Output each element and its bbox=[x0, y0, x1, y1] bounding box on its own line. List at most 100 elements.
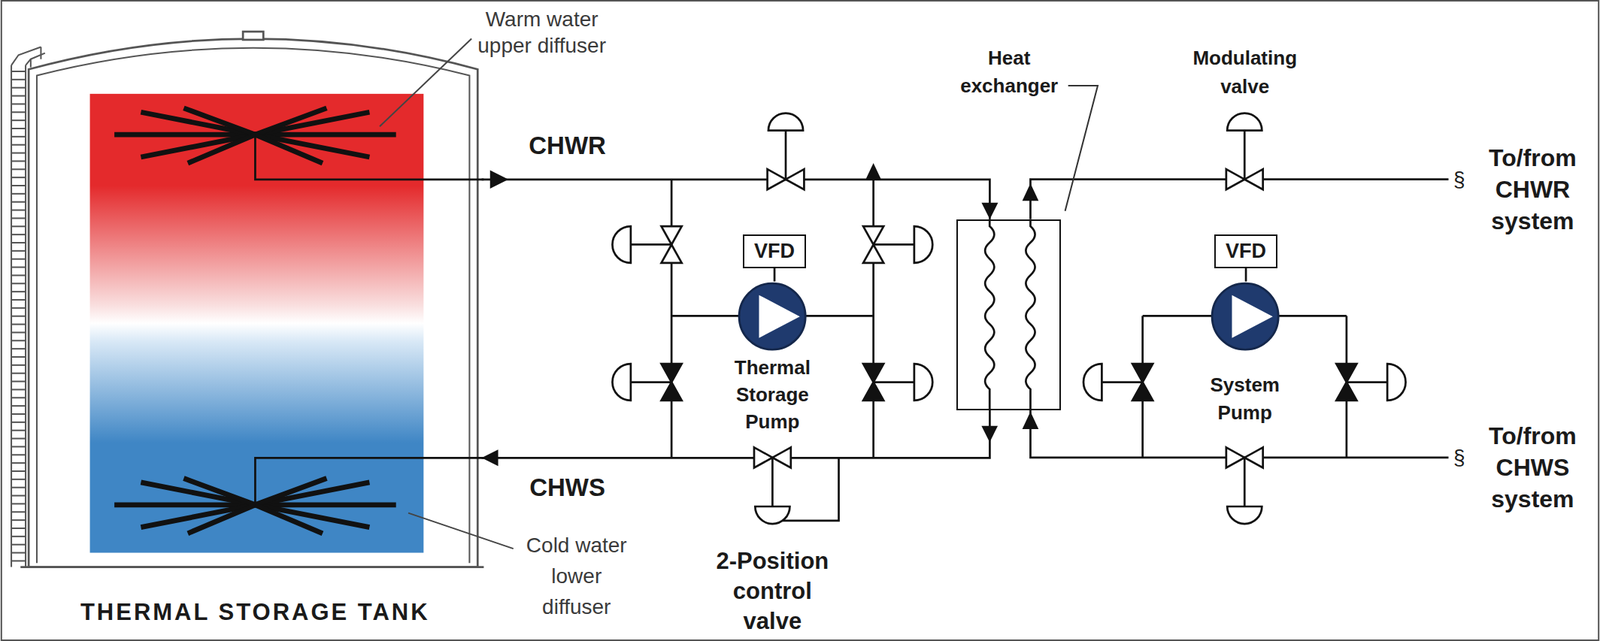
valve-open bbox=[661, 169, 1264, 468]
ladder bbox=[11, 266, 26, 269]
valve-actuator bbox=[1227, 113, 1262, 180]
ladder bbox=[11, 233, 26, 236]
valve-open bbox=[754, 447, 791, 468]
heat-exchanger-label: Heat exchanger bbox=[952, 44, 1066, 101]
ladder bbox=[11, 144, 26, 146]
pipe bbox=[1030, 179, 1449, 220]
valve-actuator bbox=[612, 113, 1406, 525]
ladder bbox=[11, 331, 26, 334]
ladder bbox=[11, 487, 26, 489]
ladder bbox=[11, 250, 26, 252]
ladder bbox=[11, 421, 26, 424]
ladder bbox=[11, 430, 26, 432]
break-symbol: § bbox=[1453, 167, 1466, 192]
ladder bbox=[11, 127, 26, 130]
ladder bbox=[11, 119, 26, 122]
ladder bbox=[11, 176, 26, 179]
valve-actuator bbox=[873, 226, 934, 264]
connection-label: To/from CHWS system bbox=[1479, 420, 1585, 516]
valve-actuator bbox=[1346, 363, 1407, 401]
valve-open bbox=[863, 226, 884, 264]
diffuser bbox=[183, 108, 255, 135]
flow-arrow bbox=[490, 169, 509, 188]
valve-open bbox=[1226, 447, 1264, 468]
ladder bbox=[11, 445, 26, 448]
ladder bbox=[11, 225, 26, 228]
valve-actuator bbox=[1227, 457, 1262, 525]
ladder bbox=[11, 299, 26, 301]
ladder bbox=[11, 560, 26, 562]
pump-symbol bbox=[1210, 281, 1280, 352]
ladder bbox=[39, 46, 42, 59]
pipe bbox=[254, 457, 484, 505]
valve-actuator bbox=[768, 113, 804, 180]
valve-open bbox=[661, 226, 682, 264]
break-symbol: § bbox=[1453, 445, 1466, 470]
diffuser bbox=[254, 505, 323, 534]
pump-symbol bbox=[1231, 294, 1273, 338]
vfd-box: VFD bbox=[1214, 234, 1278, 269]
ladder bbox=[11, 413, 26, 416]
valve-closed bbox=[661, 363, 682, 401]
pump-symbol bbox=[1212, 283, 1279, 350]
pipe bbox=[254, 134, 484, 180]
pipe-line bbox=[1245, 268, 1248, 282]
tank-shell bbox=[20, 31, 484, 567]
diffuser bbox=[254, 478, 327, 505]
ladder bbox=[11, 388, 26, 391]
ladder bbox=[11, 209, 26, 212]
valve-actuator bbox=[1083, 363, 1143, 401]
valve-actuator bbox=[873, 363, 934, 401]
diffuser bbox=[254, 134, 323, 164]
ladder bbox=[30, 59, 32, 68]
ladder bbox=[11, 217, 26, 219]
pump-label: System Pump bbox=[1196, 371, 1294, 427]
ladder bbox=[11, 274, 26, 276]
valve-open bbox=[1226, 169, 1264, 190]
ladder bbox=[11, 372, 26, 375]
vfd-box: VFD bbox=[742, 234, 807, 269]
leader-line bbox=[379, 39, 514, 550]
ladder bbox=[11, 348, 26, 350]
vfd-label: VFD bbox=[1225, 239, 1267, 264]
flow-arrow bbox=[1022, 183, 1040, 201]
valve-actuator bbox=[612, 226, 672, 264]
valve-actuator bbox=[612, 363, 672, 401]
pipe-line bbox=[481, 179, 991, 220]
ladder bbox=[11, 544, 26, 546]
ladder bbox=[11, 315, 26, 318]
ladder bbox=[11, 152, 26, 155]
ladder bbox=[11, 307, 26, 310]
diffuser bbox=[187, 505, 256, 534]
valve-label: 2-Position control valve bbox=[708, 546, 837, 637]
flow-arrow bbox=[981, 426, 998, 443]
valve-actuator bbox=[754, 457, 790, 525]
heat-exchanger-box: Heat exchanger bbox=[956, 219, 1062, 411]
ladder bbox=[11, 462, 26, 464]
ladder bbox=[11, 339, 26, 342]
ladder bbox=[11, 87, 26, 89]
arrowhead bbox=[981, 203, 998, 220]
flow-arrow bbox=[1022, 412, 1040, 430]
pipe bbox=[254, 134, 484, 506]
ladder bbox=[11, 519, 26, 522]
pipe bbox=[671, 179, 1449, 522]
ladder bbox=[11, 136, 26, 138]
ladder bbox=[11, 290, 26, 293]
diffuser bbox=[254, 505, 370, 528]
pump-symbol bbox=[739, 283, 806, 350]
ladder bbox=[11, 168, 26, 170]
valve-closed bbox=[1336, 363, 1357, 401]
flow-arrow bbox=[865, 163, 882, 181]
valve-closed bbox=[863, 363, 884, 401]
ladder bbox=[11, 552, 26, 555]
ladder bbox=[11, 103, 26, 105]
diffuser bbox=[140, 134, 255, 158]
ladder bbox=[11, 503, 26, 505]
vfd-label: VFD bbox=[754, 239, 795, 264]
ladder bbox=[11, 258, 26, 261]
diffuser bbox=[187, 134, 256, 164]
pump-symbol bbox=[737, 281, 807, 352]
callout-label: Warm water upper diffuser bbox=[474, 6, 610, 59]
